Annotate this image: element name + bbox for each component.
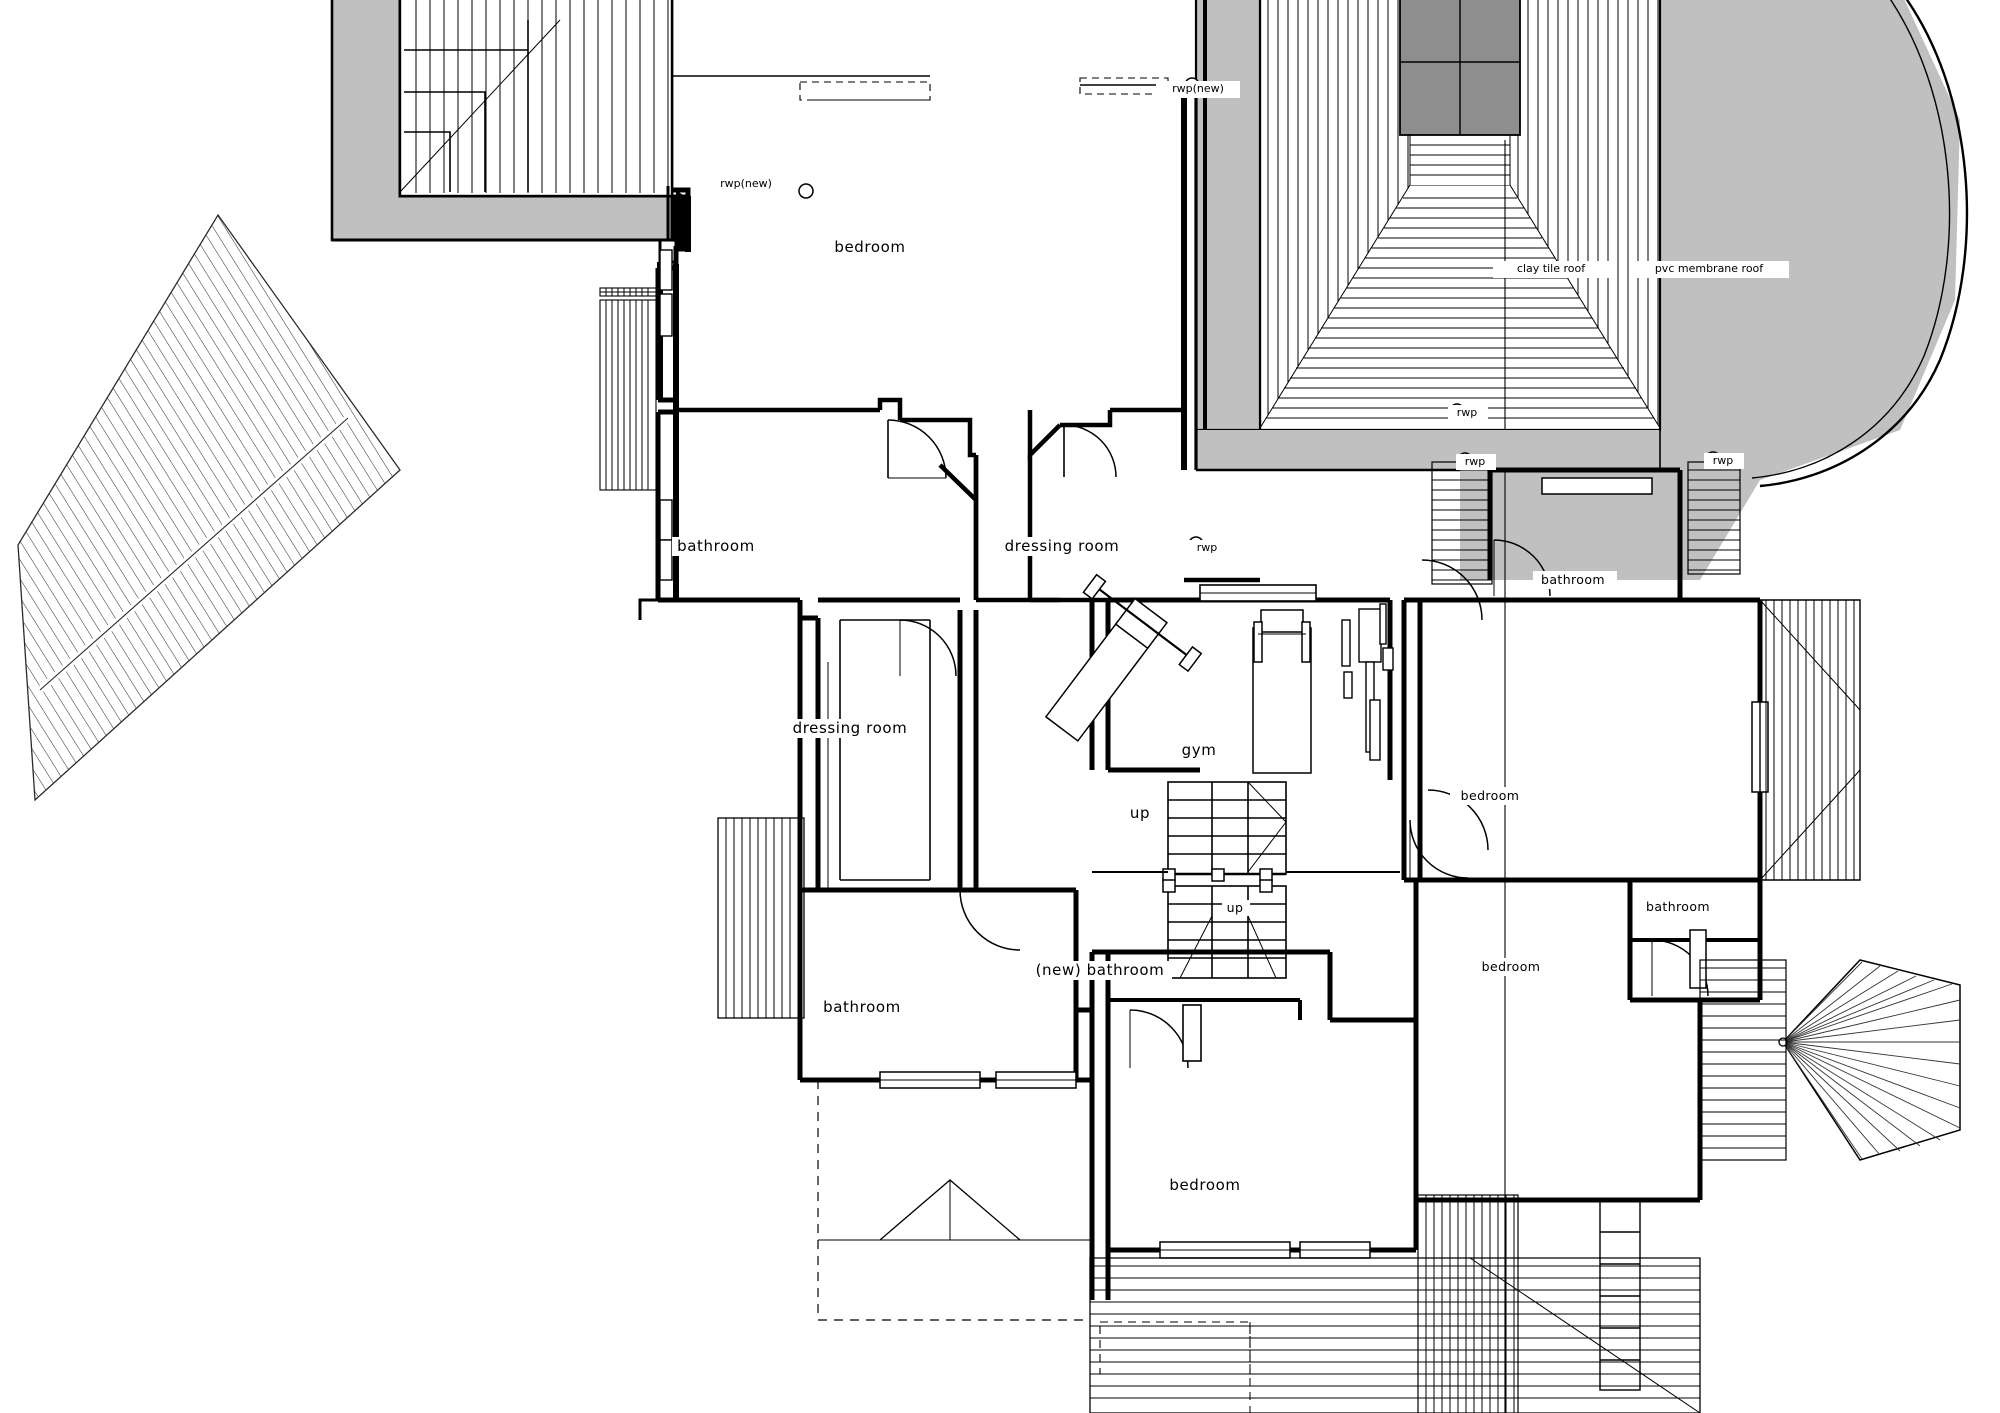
east-roof-hatching [1699,599,1961,1161]
roof-label-clay-tile-roof: clay tile roof [1493,261,1609,278]
roof-block-northwest [330,0,674,242]
room-label-text: bedroom [1169,1176,1240,1194]
gym-equipment [1044,573,1394,774]
room-label-bedroom-north: bedroom [828,238,914,257]
rwp-label-new-top-left: rwp(new) [700,176,778,193]
annotation-text: up [1227,900,1244,915]
room-label-text: bathroom [677,537,755,555]
room-label-bathroom-east: bathroom [1638,898,1722,916]
room-label-text: bathroom [1541,572,1605,587]
roof-label-text: clay tile roof [1517,262,1586,275]
room-label-gym: gym [1177,741,1221,760]
rwp-label-right-edge: rwp [1704,453,1744,469]
room-label-bedroom-southeast: bedroom [1471,958,1553,976]
room-label-text: bathroom [823,998,901,1016]
room-label-text: bathroom [1646,899,1710,914]
mid-south-roof-hatch [1417,1194,1519,1413]
room-label-bathroom-new: (new) bathroom [1030,961,1172,980]
rwp-label-mid-left: rwp [1188,540,1228,556]
room-label-text: (new) bathroom [1036,961,1165,979]
rwp-label-text: rwp(new) [1172,82,1224,95]
annotation-stair-up-lower: up [1222,900,1250,916]
room-label-dressing-room-north: dressing room [998,537,1128,556]
rwp-label-new-top-mid: rwp(new) [1156,81,1240,98]
central-block [717,573,1394,1089]
rwp-label-text: rwp [1713,454,1734,467]
room-label-bathroom-northwest: bathroom [672,537,762,556]
roof-leader-lines-northwest [672,75,931,101]
staircase [1092,781,1400,979]
room-label-bathroom-west: bathroom [818,998,908,1017]
north-wing-geometry [599,187,1260,621]
rwp-label-text: rwp(new) [720,177,772,190]
rwp-label-upper-right: rwp [1448,405,1488,421]
room-label-dressing-room-west: dressing room [786,719,916,738]
room-label-bathroom-northeast: bathroom [1533,571,1617,589]
room-label-text: dressing room [1005,537,1120,555]
new-bathroom-and-south-bedroom [1089,949,1419,1300]
rwp-label-text: rwp [1457,406,1478,419]
stepped-roof-edge-right [1599,1199,1641,1391]
room-label-bedroom-south: bedroom [1163,1176,1249,1195]
west-roof-hatch [717,817,805,1019]
roof-label-pvc-membrane-roof: pvc membrane roof [1629,261,1789,278]
annotation-stair-up-upper: up [1124,804,1156,823]
southeast-roof-hatch [1699,959,1787,1161]
room-label-text: bedroom [1461,788,1520,803]
window-hatch-left-2 [599,299,657,491]
room-label-text: gym [1182,741,1217,759]
room-label-text: dressing room [793,719,908,737]
window-hatch-left [599,287,657,297]
rwp-label-mid-right: rwp [1456,454,1496,470]
room-label-text: bedroom [1482,959,1541,974]
rwp-label-text: rwp [1197,541,1218,554]
south-roof-hatch [1089,1257,1701,1413]
text-label-layer: bedroom bathroom dressing room dressing … [672,81,1789,1195]
rwp-label-text: rwp [1465,455,1486,468]
room-label-bedroom-east: bedroom [1450,787,1532,805]
angled-roof-plane-left [17,213,401,802]
roof-label-text: pvc membrane roof [1655,262,1764,275]
room-label-text: bedroom [834,238,905,256]
setting-out-dashed-lines [817,1080,1090,1321]
annotation-text: up [1130,804,1150,822]
roof-block-main-north [1194,0,1969,1413]
bay-roof-fan [1778,959,1961,1161]
